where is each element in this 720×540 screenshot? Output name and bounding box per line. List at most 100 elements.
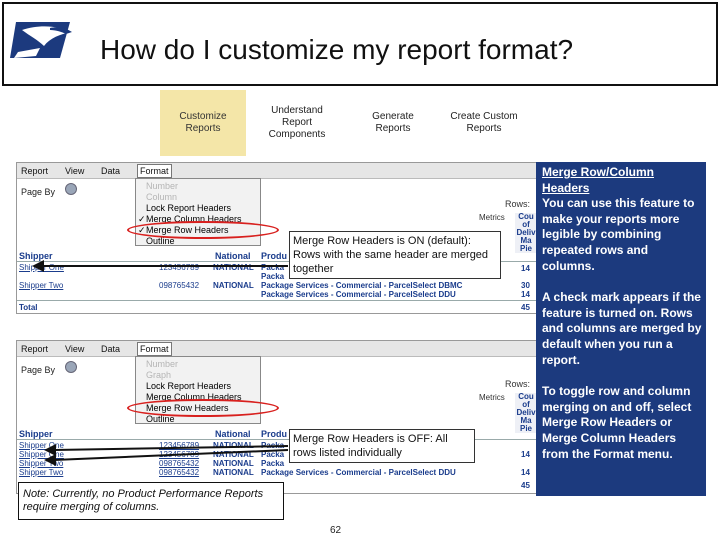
menu-format[interactable]: Format	[137, 342, 172, 356]
shipper-link[interactable]: Shipper One	[19, 450, 64, 459]
metric-column-header: Cou of Deliv Ma Pie	[515, 212, 537, 253]
format-menu-item-outline[interactable]: Outline	[146, 414, 175, 424]
highlight-oval	[127, 221, 279, 239]
page-number: 62	[330, 525, 342, 536]
national-cell: NATIONAL	[213, 441, 254, 450]
format-menu-item-outline[interactable]: Outline	[146, 236, 175, 246]
callout-merge-off: Merge Row Headers is OFF: All rows liste…	[289, 429, 475, 463]
metric-column-header: Cou of Deliv Ma Pie	[515, 392, 537, 433]
callout-merge-on: Merge Row Headers is ON (default): Rows …	[289, 231, 501, 279]
header-shipper: Shipper	[19, 251, 53, 261]
format-menu-item-graph[interactable]: Graph	[146, 370, 172, 380]
panel-heading: Merge Row/Column Headers	[542, 165, 655, 195]
value-cell: 14	[521, 468, 530, 477]
shipper-id: 098765432	[159, 281, 200, 290]
page-by-label: Page By	[21, 187, 56, 197]
report-menubar: Report View Data Format	[17, 163, 537, 179]
value-cell: 14	[521, 450, 530, 459]
note-box: Note: Currently, no Product Performance …	[18, 482, 284, 520]
info-panel: Merge Row/Column Headers You can use thi…	[536, 162, 706, 496]
panel-paragraph-3: To toggle row and column merging on and …	[542, 384, 692, 461]
report-screenshot-unmerged: Report View Data Format Page By Number G…	[16, 340, 538, 494]
product-cell: Packa	[261, 459, 285, 468]
usps-eagle-icon	[10, 8, 80, 66]
page-by-icon[interactable]	[65, 183, 77, 195]
highlight-oval	[127, 399, 279, 417]
panel-paragraph-1: You can use this feature to make your re…	[542, 196, 695, 273]
format-menu-item-column[interactable]: Column	[146, 192, 178, 202]
format-menu-item-lock-report-headers[interactable]: Lock Report Headers	[146, 381, 232, 391]
value-cell: 30	[521, 281, 530, 290]
metrics-label: Metrics	[479, 213, 505, 222]
menu-report[interactable]: Report	[21, 166, 49, 176]
page-by-icon[interactable]	[65, 361, 77, 373]
format-menu-item-merge-column-headers[interactable]: Merge Column Headers	[146, 214, 242, 224]
product-cell: Package Services - Commercial - ParcelSe…	[261, 468, 456, 477]
header-national: National	[215, 429, 251, 439]
shipper-link[interactable]: Shipper Two	[19, 459, 64, 468]
total-row: Total 45	[17, 303, 537, 312]
callout-arrow-bottom-1	[44, 444, 289, 456]
national-cell: NATIONAL	[213, 450, 254, 459]
table-header-row: Shipper National Produ	[17, 251, 537, 261]
header-shipper: Shipper	[19, 429, 53, 439]
callout-arrow-top	[32, 260, 288, 272]
table-header-row: Shipper National Produ	[17, 429, 537, 439]
total-row: 45	[17, 481, 537, 490]
product-cell: Package Services - Commercial - ParcelSe…	[261, 281, 463, 290]
value-cell: 14	[521, 290, 530, 299]
table-row: Package Services - Commercial - ParcelSe…	[17, 290, 537, 299]
callout-arrow-bottom-2	[44, 449, 289, 466]
step-create-custom-reports: Create Custom Reports	[450, 111, 518, 134]
menu-data[interactable]: Data	[101, 166, 121, 176]
national-cell: NATIONAL	[213, 468, 254, 477]
format-menu-item-number[interactable]: Number	[146, 181, 179, 191]
report-screenshot-merged: Report View Data Format Page By Number C…	[16, 162, 538, 314]
menu-data[interactable]: Data	[101, 344, 121, 354]
total-label: Total	[19, 303, 38, 312]
step-customize-reports: Customize Reports	[160, 90, 246, 156]
shipper-id: 123456789	[159, 263, 200, 272]
product-cell: Packa	[261, 272, 285, 281]
slide-title: How do I customize my report format?	[100, 34, 574, 65]
table-divider	[17, 261, 537, 262]
national-cell: NATIONAL	[213, 281, 254, 290]
menu-view[interactable]: View	[65, 166, 85, 176]
shipper-link[interactable]: Shipper Two	[19, 468, 64, 477]
shipper-link[interactable]: Shipper Two	[19, 281, 64, 290]
shipper-id[interactable]: 098765432	[159, 468, 200, 477]
process-steps: Customize Reports Understand Report Comp…	[160, 90, 526, 156]
menu-format[interactable]: Format	[137, 164, 172, 178]
step-understand-report-components: Understand Report Components	[268, 105, 326, 140]
report-menubar: Report View Data Format	[17, 341, 537, 357]
slide-header	[2, 2, 718, 86]
header-national: National	[215, 251, 251, 261]
menu-view[interactable]: View	[65, 344, 85, 354]
product-cell: Package Services - Commercial - ParcelSe…	[261, 290, 456, 299]
shipper-id[interactable]: 123456789	[159, 441, 200, 450]
product-cell: Packa	[261, 263, 285, 272]
national-cell: NATIONAL	[213, 459, 254, 468]
table-row: Shipper Two 098765432 NATIONAL Packa	[17, 459, 537, 468]
format-menu-item-lock-report-headers[interactable]: Lock Report Headers	[146, 203, 232, 213]
format-menu-item-merge-column-headers[interactable]: Merge Column Headers	[146, 392, 242, 402]
total-value: 45	[521, 481, 530, 490]
format-menu-item-number[interactable]: Number	[146, 359, 179, 369]
menu-report[interactable]: Report	[21, 344, 49, 354]
metrics-label: Metrics	[479, 393, 505, 402]
value-cell: 14	[521, 264, 530, 273]
product-cell: Packa	[261, 450, 285, 459]
header-product: Produ	[261, 251, 287, 261]
table-row: Shipper Two 098765432 NATIONAL Package S…	[17, 468, 537, 477]
total-value: 45	[521, 303, 530, 312]
shipper-id[interactable]: 098765432	[159, 459, 200, 468]
checkmark-icon: ✓	[138, 214, 146, 224]
shipper-link[interactable]: Shipper One	[19, 441, 64, 450]
rows-label: Rows:	[505, 199, 531, 209]
table-divider	[17, 300, 537, 301]
rows-label: Rows:	[505, 379, 531, 389]
table-row: Packa	[17, 272, 537, 281]
step-generate-reports: Generate Reports	[372, 111, 414, 134]
table-row: Shipper Two 098765432 NATIONAL Package S…	[17, 281, 537, 290]
table-divider	[17, 439, 537, 440]
